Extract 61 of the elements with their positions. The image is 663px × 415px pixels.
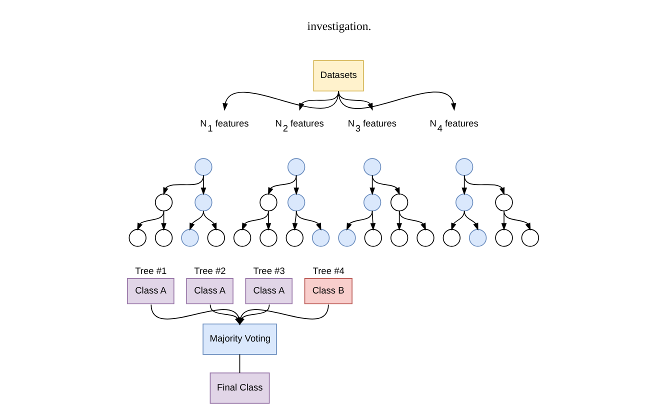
node-circle [520,229,539,247]
node-label: Tree #2 [194,266,226,276]
arrow [450,210,464,231]
arrow [461,175,466,196]
node-box: Final Class [209,372,270,404]
node-circle [364,229,382,247]
node-circle [468,229,486,247]
node-circle [286,158,305,176]
node-circle [194,194,212,212]
arrow [346,210,372,231]
arrow [298,90,338,111]
arrow [268,175,296,196]
node-circle [454,158,473,176]
node-circle [180,229,198,247]
node-label: Tree #1 [134,266,166,276]
node-circle [154,229,172,247]
node-circle [128,229,146,247]
node-circle [232,229,251,247]
arrow [295,210,321,231]
node-label: Tree #3 [252,266,284,276]
arrow [241,210,268,231]
arrow [202,210,216,231]
arrow [162,175,204,196]
node-circle [194,158,212,176]
node-circle [442,229,460,247]
node-circle [206,229,224,247]
node-circle [416,229,434,247]
node-circle [286,194,305,212]
node-box: Datasets [312,60,364,92]
node-circle [362,158,381,176]
node-circle [285,229,303,247]
label: investigation. [306,18,371,33]
arrow [371,175,400,196]
node-circle [454,194,473,212]
node-circle [338,229,356,247]
node-circle [362,194,381,212]
arrow [222,90,338,111]
arrow [369,175,374,196]
node-circle [259,194,277,212]
arrow [160,210,166,231]
arrow [370,210,376,231]
node-circle [494,194,512,212]
arrow [463,175,504,196]
node-circle [390,194,408,212]
arrow [500,210,506,231]
connector [238,354,240,374]
node-circle [390,229,408,247]
node-box: Majority Voting [202,324,276,355]
arrow [293,175,298,196]
node-label: Tree #4 [312,266,344,276]
arrow [265,210,271,231]
node-circle [494,229,512,247]
arrow [136,210,164,231]
node-circle [311,229,330,247]
node-circle [154,194,172,212]
arrow [503,210,530,231]
arrow [189,210,204,231]
arrow [200,175,206,196]
arrow [463,210,478,231]
arrow [398,210,426,231]
node-circle [259,229,277,247]
